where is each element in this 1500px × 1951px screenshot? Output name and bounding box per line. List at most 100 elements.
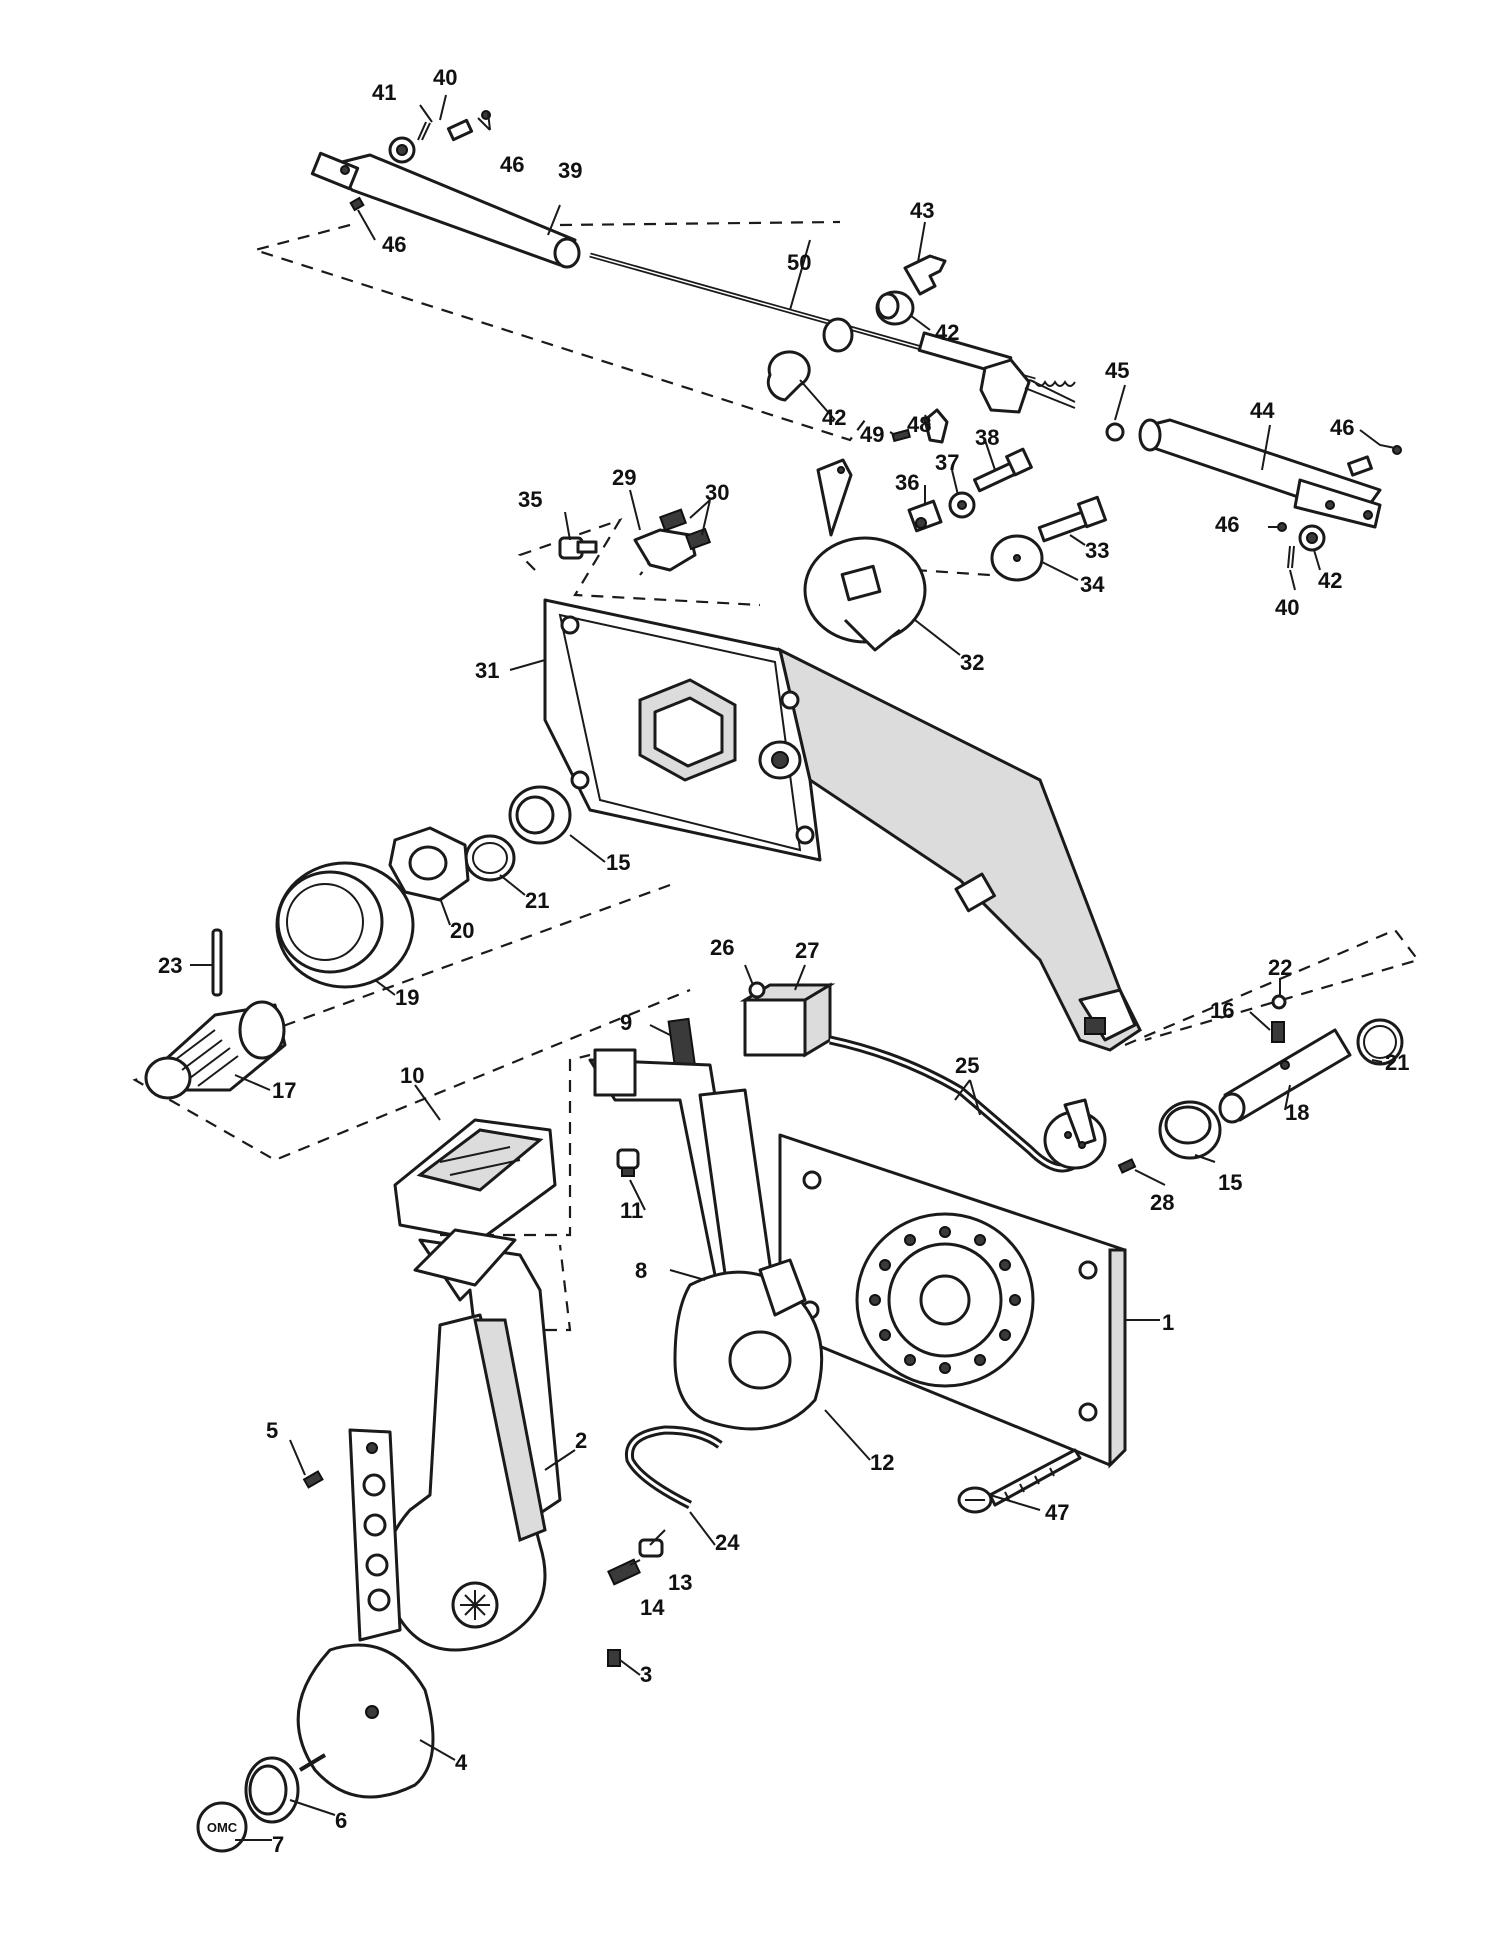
callout-46: 46 [1215, 512, 1239, 537]
set-screw-3 [607, 1649, 621, 1667]
callout-34: 34 [1080, 572, 1105, 597]
callout-40: 40 [433, 65, 457, 90]
callout-38: 38 [975, 425, 999, 450]
callout-46: 46 [1330, 415, 1354, 440]
switch-26-27 [739, 981, 836, 1058]
callout-15: 15 [606, 850, 630, 875]
bushing-42-lower [766, 350, 811, 402]
detent-holes [869, 1226, 1021, 1374]
callout-21: 21 [525, 888, 549, 913]
callout-21: 21 [1385, 1050, 1409, 1075]
callout-41: 41 [372, 80, 396, 105]
washer-41 [388, 136, 416, 164]
callout-1: 1 [1162, 1310, 1174, 1335]
callout-3: 3 [640, 1662, 652, 1687]
callout-7: 7 [272, 1832, 284, 1857]
spring-14 [607, 1558, 641, 1586]
callout-6: 6 [335, 1808, 347, 1833]
control-handle-2 [383, 1228, 562, 1652]
plunger-13 [638, 1538, 664, 1558]
callout-33: 33 [1085, 538, 1109, 563]
callout-8: 8 [635, 1258, 647, 1283]
callout-22: 22 [1268, 955, 1292, 980]
callout-14: 14 [640, 1595, 665, 1620]
callout-31: 31 [475, 658, 499, 683]
callout-46: 46 [382, 232, 406, 257]
interlock-cam-12 [673, 1258, 824, 1431]
pin-46-lower [349, 196, 365, 212]
bolt-38 [973, 447, 1033, 493]
callout-45: 45 [1105, 358, 1129, 383]
bushing-15-lower [1158, 1100, 1222, 1160]
callout-20: 20 [450, 918, 474, 943]
washer-41-right [1298, 524, 1326, 552]
shaft-17 [144, 1000, 287, 1100]
callout-40: 40 [1275, 595, 1299, 620]
pin-46-right-upper [1347, 445, 1402, 477]
callout-2: 2 [575, 1428, 587, 1453]
washer-45 [1105, 422, 1125, 442]
callout-labels: 41 40 46 46 39 50 43 42 45 44 46 46 42 4… [158, 65, 1409, 1857]
omc-logo-text: OMC [207, 1820, 238, 1835]
callout-16: 16 [1210, 998, 1234, 1023]
washer-34 [990, 534, 1044, 582]
callout-18: 18 [1285, 1100, 1309, 1125]
pin-18 [1218, 1028, 1352, 1124]
spacer-36 [907, 499, 943, 533]
cotter-pin-40 [417, 121, 431, 141]
pin-46-upper [446, 110, 491, 142]
callout-50: 50 [787, 250, 811, 275]
mounting-plate-1 [778, 1133, 1127, 1469]
callout-23: 23 [158, 953, 182, 978]
callout-11: 11 [620, 1198, 643, 1223]
callout-49: 49 [860, 422, 884, 447]
callout-37: 37 [935, 450, 959, 475]
knob-6 [244, 1753, 327, 1824]
callout-26: 26 [710, 935, 734, 960]
clip-43 [903, 254, 947, 296]
wire-harness-25 [829, 1035, 1084, 1173]
spring-16 [1271, 1021, 1285, 1043]
leader-lines [190, 94, 1396, 1841]
ball-22 [1271, 994, 1287, 1010]
omc-emblem-7: OMC [196, 1801, 248, 1853]
screw-47 [957, 1448, 1082, 1514]
springs-30 [658, 508, 712, 551]
callout-13: 13 [668, 1570, 692, 1595]
retaining-ring-24 [624, 1425, 723, 1510]
callout-41: 42 [1318, 568, 1342, 593]
callout-29: 29 [612, 465, 636, 490]
screw-11 [616, 1148, 640, 1177]
screw-49 [891, 428, 911, 443]
callout-43: 43 [910, 198, 934, 223]
callout-10: 10 [400, 1063, 424, 1088]
callout-39: 39 [558, 158, 582, 183]
lever-4 [296, 1428, 435, 1799]
throttle-cam-32 [803, 458, 927, 652]
cotter-pin-40-right [1287, 545, 1295, 569]
callout-17: 17 [272, 1078, 296, 1103]
handle-grip-10 [393, 1118, 557, 1242]
callout-24: 24 [715, 1530, 740, 1555]
callout-30: 30 [705, 480, 729, 505]
callout-5: 5 [266, 1418, 278, 1443]
callout-32: 32 [960, 650, 984, 675]
callout-48: 48 [907, 412, 931, 437]
callout-25: 25 [955, 1053, 979, 1078]
bushing-42-upper [875, 290, 915, 326]
housing-31 [543, 598, 1142, 1052]
pin-23 [211, 928, 223, 997]
tube-39 [310, 151, 581, 269]
callout-42: 42 [935, 320, 959, 345]
callout-28: 28 [1150, 1190, 1174, 1215]
callout-15: 15 [1218, 1170, 1242, 1195]
cable-50 [589, 252, 1076, 414]
callout-36: 36 [895, 470, 919, 495]
retaining-ring-21-upper [464, 834, 516, 882]
callout-19: 19 [395, 985, 419, 1010]
callout-12: 12 [870, 1450, 894, 1475]
callout-47: 47 [1045, 1500, 1069, 1525]
retaining-ring-21-right [1356, 1018, 1404, 1066]
bolt-33 [1037, 495, 1108, 543]
callout-9: 9 [620, 1010, 632, 1035]
